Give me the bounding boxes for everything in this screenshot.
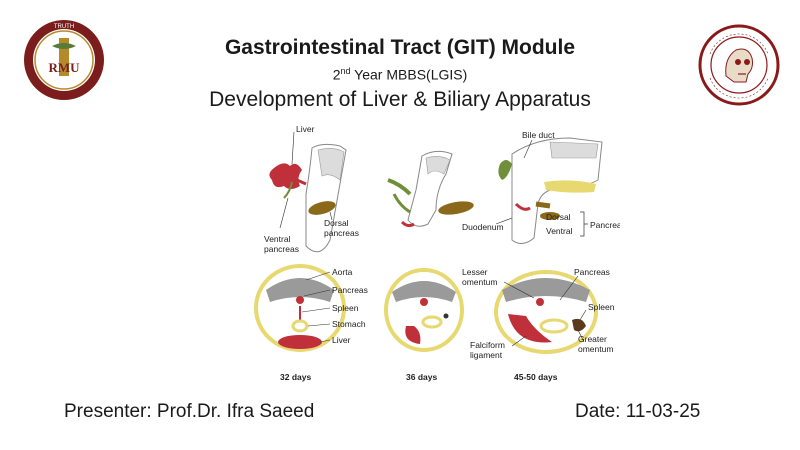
label-dorsal-pancreas-1: Dorsal <box>324 218 349 228</box>
lecture-topic: Development of Liver & Biliary Apparatus <box>209 88 591 111</box>
subtitle-rest: Year MBBS(LGIS) <box>350 66 468 83</box>
label-pancreas-s3: Pancreas <box>574 267 610 277</box>
stage3-duodenum <box>498 137 603 244</box>
rmu-logo: TRUTH RMU <box>22 18 106 102</box>
label-pancreas-s1: Pancreas <box>332 285 368 295</box>
stage-caption-2: 36 days <box>406 372 437 382</box>
label-falciform-1: Falciform <box>470 340 505 350</box>
lecture-date: Date: 11-03-25 <box>575 401 701 422</box>
label-spleen-s1: Spleen <box>332 303 359 313</box>
label-greater-omentum-1: Greater <box>578 334 607 344</box>
label-lesser-omentum-1: Lesser <box>462 267 488 277</box>
label-dorsal-pancreas-2: pancreas <box>324 228 359 238</box>
liver-bud <box>269 163 307 189</box>
label-duodenum: Duodenum <box>462 222 504 232</box>
stage2-duodenum <box>387 150 474 228</box>
stage-caption-3: 45-50 days <box>514 372 558 382</box>
label-spleen-s3: Spleen <box>588 302 615 312</box>
label-liver: Liver <box>296 124 315 134</box>
stage-caption-1: 32 days <box>280 372 311 382</box>
label-dorsal: Dorsal <box>546 212 571 222</box>
course-subtitle: 2nd Year MBBS(LGIS) <box>0 66 800 83</box>
label-stomach: Stomach <box>332 319 366 329</box>
section-32-days <box>254 264 346 352</box>
module-title: Gastrointestinal Tract (GIT) Module <box>224 36 576 59</box>
label-ventral-pancreas-1: Ventral <box>264 234 291 244</box>
label-ventral-pancreas-2: pancreas <box>264 244 299 254</box>
subtitle-year: 2 <box>332 66 341 83</box>
label-ventral: Ventral <box>546 226 573 236</box>
label-pancreas-top: Pancreas <box>590 220 620 230</box>
label-aorta: Aorta <box>332 267 353 277</box>
liver-development-figure: Liver Ventral pancreas Dorsal pancreas <box>250 120 626 390</box>
subtitle-ordinal: nd <box>340 66 351 76</box>
label-bile-duct: Bile duct <box>522 130 555 140</box>
logo-motto: TRUTH <box>54 24 74 30</box>
presenter-name: Presenter: Prof.Dr. Ifra Saeed <box>64 401 315 422</box>
logo-letters: RMU <box>48 60 80 75</box>
section-36-days <box>384 268 464 352</box>
stage1-duodenum <box>305 143 347 253</box>
label-falciform-2: ligament <box>470 350 503 360</box>
label-greater-omentum-2: omentum <box>578 344 613 354</box>
label-lesser-omentum-2: omentum <box>462 277 497 287</box>
anatomy-department-logo <box>698 24 780 106</box>
label-liver-s1: Liver <box>332 335 351 345</box>
section-45-50-days <box>494 270 598 354</box>
